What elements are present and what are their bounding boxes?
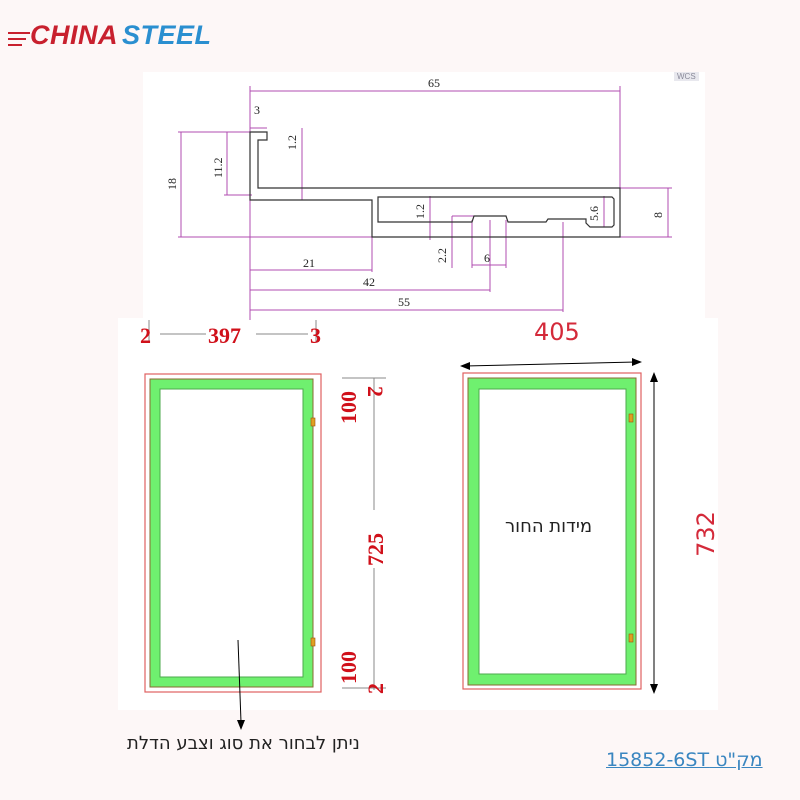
dim-1.2-bottom: 1.2	[413, 204, 427, 219]
dim-8: 8	[651, 212, 665, 218]
dim-55: 55	[398, 295, 410, 309]
dim-11.2: 11.2	[211, 157, 225, 178]
dim-65: 65	[428, 76, 440, 90]
china-steel-logo: CHINA STEEL	[8, 18, 218, 58]
profile-panel	[143, 72, 705, 320]
aluminum-profile-outline	[249, 131, 621, 238]
door-left-drawing	[144, 320, 386, 730]
dim-100-top: 100	[336, 391, 361, 424]
dim-100-bottom: 100	[336, 651, 361, 684]
door-left-dimension-labels: 2 397 3 100 2 725 100 2	[140, 323, 388, 694]
dim-18: 18	[165, 178, 179, 190]
dim-725: 725	[363, 533, 388, 566]
dim-42: 42	[363, 275, 375, 289]
speed-line	[8, 32, 30, 34]
dim-6: 6	[484, 251, 490, 265]
dim-2.2: 2.2	[435, 248, 449, 263]
dim-397: 397	[208, 323, 241, 348]
dim-2-top: 2	[363, 386, 388, 397]
dim-1.2-top: 1.2	[285, 135, 299, 150]
door-right-width: 405	[534, 318, 580, 346]
dim-21: 21	[303, 256, 315, 270]
profile-dimension-labels: 65 3 1.2 11.2 18 1.2 5.6 8 2.2 6 21 42 5…	[165, 76, 665, 309]
logo-china-text: CHINA	[30, 20, 118, 50]
speed-line	[8, 38, 26, 40]
logo-steel-text: STEEL	[122, 20, 212, 50]
door-right-drawing	[460, 358, 658, 694]
door-choice-note: ניתן לבחור את סוג וצבע הדלת	[127, 733, 360, 754]
dim-2-left: 2	[140, 323, 151, 348]
profile-dimension-lines	[178, 86, 672, 320]
dim-3-right: 3	[310, 323, 321, 348]
dim-5.6: 5.6	[587, 206, 601, 221]
wcs-badge: WCS	[674, 72, 699, 81]
dim-2-bottom: 2	[363, 683, 388, 694]
sku-link[interactable]: מק"ט 15852-6ST	[606, 749, 763, 771]
door-right-height: 732	[691, 511, 720, 557]
speed-line	[8, 44, 22, 46]
hole-dimensions-label: מידות החור	[505, 516, 593, 537]
dim-3: 3	[254, 103, 260, 117]
